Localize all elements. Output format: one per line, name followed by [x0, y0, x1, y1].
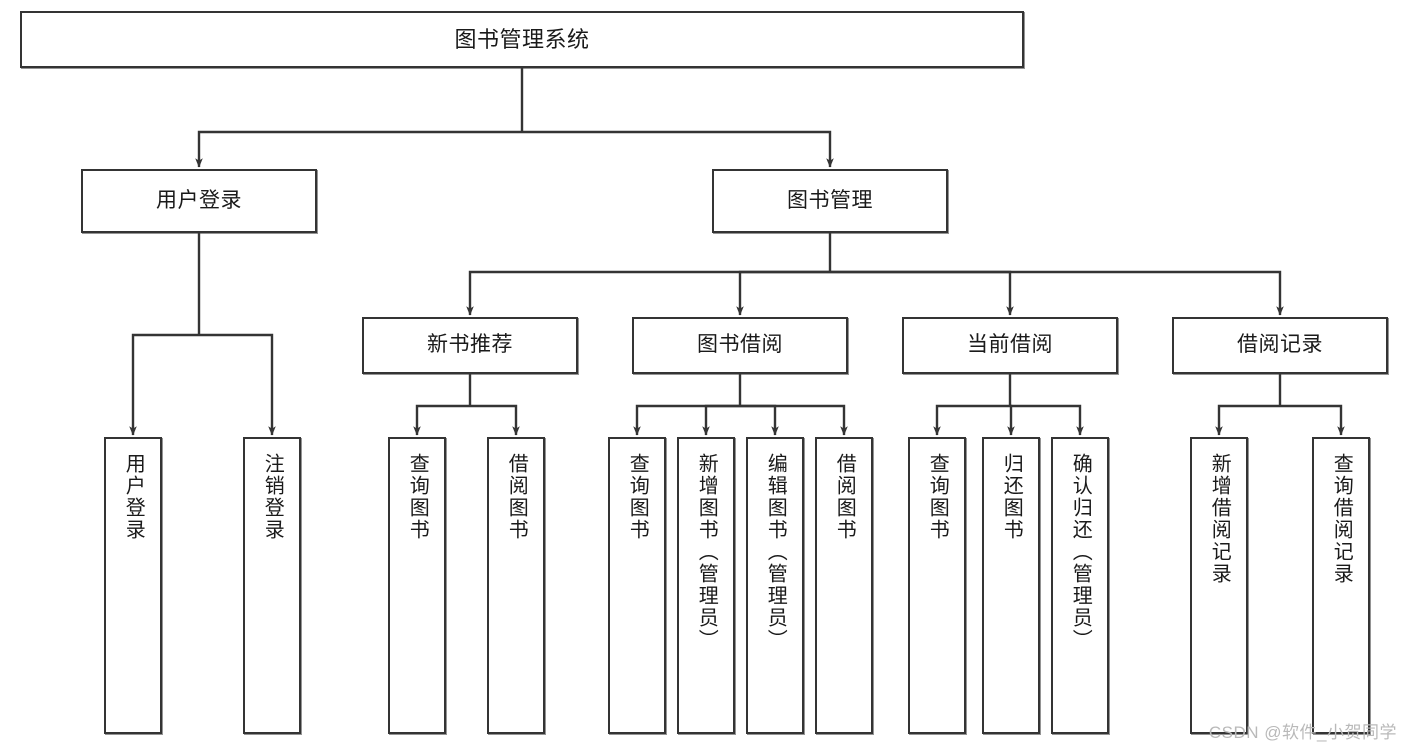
- node-leaf-return-book[interactable]: 归还图书: [982, 437, 1040, 734]
- node-leaf-query-record[interactable]: 查询借阅记录: [1312, 437, 1370, 734]
- connector-book-borrow-to-leaf-add-book: [702, 404, 740, 436]
- node-leaf-borrow-book-1[interactable]: 借阅图书: [487, 437, 545, 734]
- connector-book-borrow-to-leaf-query-book-2: [633, 404, 740, 436]
- csdn-watermark: CSDN @软件_小贺同学: [1208, 723, 1397, 742]
- connector-current-borrow-to-leaf-confirm-return: [1010, 404, 1084, 436]
- node-leaf-borrow-book-2[interactable]: 借阅图书: [815, 437, 873, 734]
- node-label: 图书管理系统: [454, 26, 590, 52]
- node-label: 用户登录: [122, 453, 145, 541]
- node-leaf-query-book-1[interactable]: 查询图书: [388, 437, 446, 734]
- node-leaf-query-book-2[interactable]: 查询图书: [608, 437, 666, 734]
- node-label: 新增图书（管理员）: [695, 453, 718, 651]
- node-current-borrow[interactable]: 当前借阅: [902, 317, 1118, 374]
- connector-book-manage-to-book-borrow: [736, 270, 830, 316]
- node-leaf-add-book[interactable]: 新增图书（管理员）: [677, 437, 735, 734]
- node-leaf-add-record[interactable]: 新增借阅记录: [1190, 437, 1248, 734]
- connector-root-to-book-manage: [522, 130, 834, 168]
- node-user-login[interactable]: 用户登录: [81, 169, 317, 233]
- node-label: 确认归还（管理员）: [1069, 453, 1092, 651]
- connector-book-borrow-to-leaf-edit-book: [740, 404, 779, 436]
- connector-current-borrow-to-leaf-query-book-3: [933, 404, 1010, 436]
- node-label: 图书管理: [787, 188, 873, 212]
- node-label: 借阅图书: [833, 453, 856, 541]
- connector-current-borrow-to-leaf-return-book: [1007, 404, 1015, 436]
- node-leaf-query-book-3[interactable]: 查询图书: [908, 437, 966, 734]
- node-book-borrow[interactable]: 图书借阅: [632, 317, 848, 374]
- connector-new-book-rec-to-leaf-query-book-1: [413, 404, 470, 436]
- node-leaf-logout[interactable]: 注销登录: [243, 437, 301, 734]
- node-book-manage[interactable]: 图书管理: [712, 169, 948, 233]
- node-leaf-edit-book[interactable]: 编辑图书（管理员）: [746, 437, 804, 734]
- node-label: 借阅记录: [1237, 333, 1323, 357]
- connector-book-borrow-to-leaf-borrow-book-2: [740, 404, 848, 436]
- node-label: 注销登录: [261, 453, 284, 541]
- node-label: 借阅图书: [505, 453, 528, 541]
- node-leaf-user-login[interactable]: 用户登录: [104, 437, 162, 734]
- node-label: 查询图书: [406, 453, 429, 541]
- connector-new-book-rec-to-leaf-borrow-book-1: [470, 404, 520, 436]
- node-label: 新增借阅记录: [1208, 453, 1231, 585]
- node-label: 查询图书: [626, 453, 649, 541]
- connector-book-manage-to-current-borrow: [830, 270, 1014, 316]
- edge-group: [129, 68, 1345, 436]
- node-label: 当前借阅: [967, 333, 1053, 357]
- connector-borrow-record-to-leaf-query-record: [1280, 404, 1345, 436]
- connector-book-manage-to-new-book-rec: [466, 270, 830, 316]
- node-label: 用户登录: [156, 188, 242, 212]
- node-label: 查询图书: [926, 453, 949, 541]
- node-new-book-rec[interactable]: 新书推荐: [362, 317, 578, 374]
- connector-borrow-record-to-leaf-add-record: [1215, 404, 1280, 436]
- node-root[interactable]: 图书管理系统: [20, 11, 1024, 68]
- connector-user-login-to-leaf-user-login: [129, 333, 199, 436]
- connector-root-to-user-login: [195, 130, 522, 168]
- node-label: 图书借阅: [697, 333, 783, 357]
- node-label: 编辑图书（管理员）: [764, 453, 787, 651]
- node-label: 归还图书: [1000, 453, 1023, 541]
- connector-book-manage-to-borrow-record: [830, 270, 1284, 316]
- node-borrow-record[interactable]: 借阅记录: [1172, 317, 1388, 374]
- node-leaf-confirm-return[interactable]: 确认归还（管理员）: [1051, 437, 1109, 734]
- node-label: 新书推荐: [427, 333, 513, 357]
- connector-user-login-to-leaf-logout: [199, 333, 276, 436]
- node-label: 查询借阅记录: [1330, 453, 1353, 585]
